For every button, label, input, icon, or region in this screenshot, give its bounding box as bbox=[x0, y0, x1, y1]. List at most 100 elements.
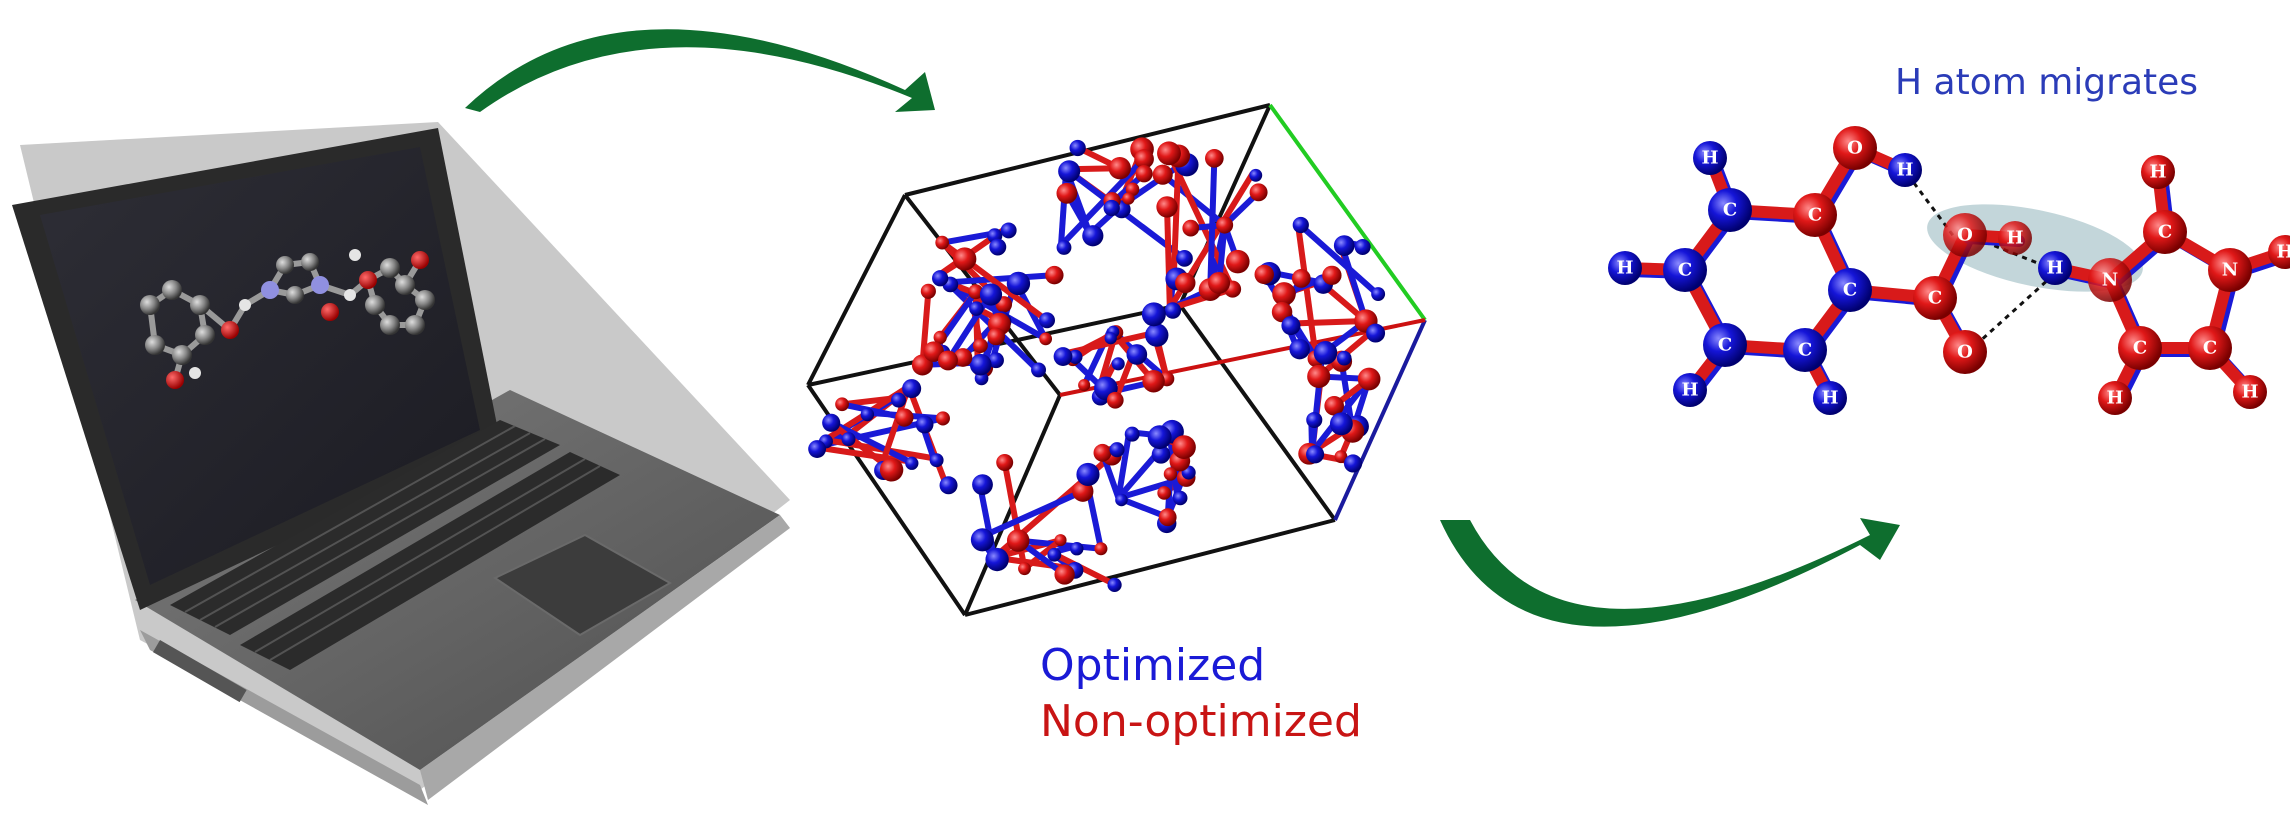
optimized-atom bbox=[1070, 140, 1086, 156]
atom-label: H bbox=[2106, 388, 2123, 409]
curved-arrow-icon bbox=[465, 29, 935, 112]
non-optimized-atom bbox=[1182, 220, 1199, 237]
crystal-cell bbox=[808, 105, 1425, 615]
atom-h: H bbox=[1673, 373, 1707, 407]
atom-n: N bbox=[2088, 258, 2132, 302]
optimized-atom bbox=[1054, 347, 1073, 366]
atom-label: C bbox=[1718, 335, 1732, 356]
optimized-atom bbox=[971, 528, 994, 551]
non-optimized-atom bbox=[935, 236, 949, 250]
optimized-atom bbox=[980, 283, 1002, 305]
non-optimized-atom bbox=[1216, 217, 1233, 234]
optimized-atom bbox=[1107, 578, 1121, 592]
non-optimized-atom bbox=[1078, 379, 1090, 391]
optimized-atom bbox=[1337, 351, 1352, 366]
optimized-atom bbox=[1007, 272, 1030, 295]
optimized-atom bbox=[905, 457, 918, 470]
atom-h: H bbox=[2141, 155, 2175, 189]
atom-o: O bbox=[1943, 213, 1987, 257]
optimized-atom bbox=[1145, 323, 1168, 346]
non-optimized-atom bbox=[1056, 183, 1077, 204]
optimized-atom bbox=[1249, 169, 1262, 182]
atom-label: C bbox=[2158, 222, 2172, 243]
atom-label: H bbox=[2276, 242, 2290, 263]
optimized-atom bbox=[902, 379, 921, 398]
non-optimized-atom bbox=[1322, 266, 1341, 285]
atom-c: C bbox=[1828, 268, 1872, 312]
non-optimized-atom bbox=[1142, 370, 1164, 392]
optimized-atom bbox=[1039, 312, 1055, 328]
atom-h: H bbox=[1693, 141, 1727, 175]
non-optimized-atom bbox=[938, 350, 958, 370]
bond bbox=[947, 275, 1054, 282]
non-optimized-atom bbox=[1054, 564, 1074, 584]
atom-label: C bbox=[2203, 338, 2217, 359]
non-optimized-atom bbox=[1226, 250, 1250, 274]
optimized-atom bbox=[1173, 491, 1188, 506]
atom-c: C bbox=[2188, 326, 2232, 370]
atom-label: O bbox=[1847, 138, 1863, 159]
atom-label: N bbox=[2222, 260, 2238, 281]
optimized-atom bbox=[1031, 362, 1046, 377]
curved-arrow-icon bbox=[1440, 518, 1900, 627]
non-optimized-atom bbox=[1250, 183, 1268, 201]
atom-h: H bbox=[1998, 221, 2032, 255]
optimized-atom bbox=[1126, 344, 1147, 365]
atom-c: C bbox=[2143, 210, 2187, 254]
atom-label: C bbox=[1723, 200, 1737, 221]
atom-label: N bbox=[2102, 270, 2118, 291]
non-optimized-atom bbox=[1156, 196, 1177, 217]
non-optimized-atom bbox=[1159, 508, 1177, 526]
optimized-atom bbox=[970, 354, 992, 376]
non-optimized-atom bbox=[1039, 333, 1052, 346]
non-optimized-atom bbox=[1007, 529, 1029, 551]
non-optimized-atom bbox=[880, 458, 903, 481]
atom-label: C bbox=[1678, 260, 1692, 281]
atom-h: H bbox=[1888, 153, 1922, 187]
atom-label: H bbox=[2149, 162, 2166, 183]
optimized-atom bbox=[861, 408, 874, 421]
optimized-atom bbox=[1306, 445, 1324, 463]
atom-h: H bbox=[2038, 251, 2072, 285]
migration-label: H atom migrates bbox=[1895, 62, 2198, 103]
optimized-atom bbox=[1281, 316, 1300, 335]
optimized-atom bbox=[1047, 548, 1061, 562]
optimized-atom bbox=[1112, 357, 1125, 370]
atom-label: H bbox=[1701, 148, 1718, 169]
optimized-atom bbox=[1289, 339, 1310, 360]
non-optimized-atom bbox=[1307, 365, 1330, 388]
optimized-atom bbox=[1076, 463, 1099, 486]
atom-c: C bbox=[1793, 193, 1837, 237]
optimized-atom bbox=[891, 393, 906, 408]
non-optimized-atom bbox=[1358, 368, 1381, 391]
optimized-atom bbox=[930, 453, 944, 467]
non-optimized-atom bbox=[1109, 157, 1131, 179]
atom-label: C bbox=[1928, 288, 1942, 309]
atom-label: H bbox=[2046, 258, 2063, 279]
optimized-atom bbox=[1115, 494, 1128, 507]
optimized-atom bbox=[1371, 287, 1385, 301]
atom-o: O bbox=[1943, 330, 1987, 374]
non-optimized-atom bbox=[895, 408, 913, 426]
optimized-atom bbox=[1057, 240, 1072, 255]
non-optimized-atom bbox=[1018, 562, 1031, 575]
atom-h: H bbox=[2098, 381, 2132, 415]
non-optimized-atom bbox=[921, 284, 936, 299]
optimized-atom bbox=[985, 548, 1008, 571]
non-optimized-atom bbox=[1122, 192, 1134, 204]
atom-label: H bbox=[1821, 388, 1838, 409]
non-optimized-atom bbox=[1208, 272, 1230, 294]
optimized-atom bbox=[822, 414, 840, 432]
optimized-atom bbox=[1366, 324, 1385, 343]
optimized-atom bbox=[1082, 225, 1103, 246]
atom-n: N bbox=[2208, 248, 2252, 292]
atom-o: O bbox=[1833, 126, 1877, 170]
non-optimized-atom bbox=[987, 328, 1005, 346]
atom-c: C bbox=[1663, 248, 1707, 292]
optimized-atom bbox=[1070, 542, 1083, 555]
optimized-atom bbox=[969, 301, 983, 315]
atom-label: H bbox=[1681, 380, 1698, 401]
non-optimized-atom bbox=[953, 247, 976, 270]
optimized-atom bbox=[808, 440, 826, 458]
